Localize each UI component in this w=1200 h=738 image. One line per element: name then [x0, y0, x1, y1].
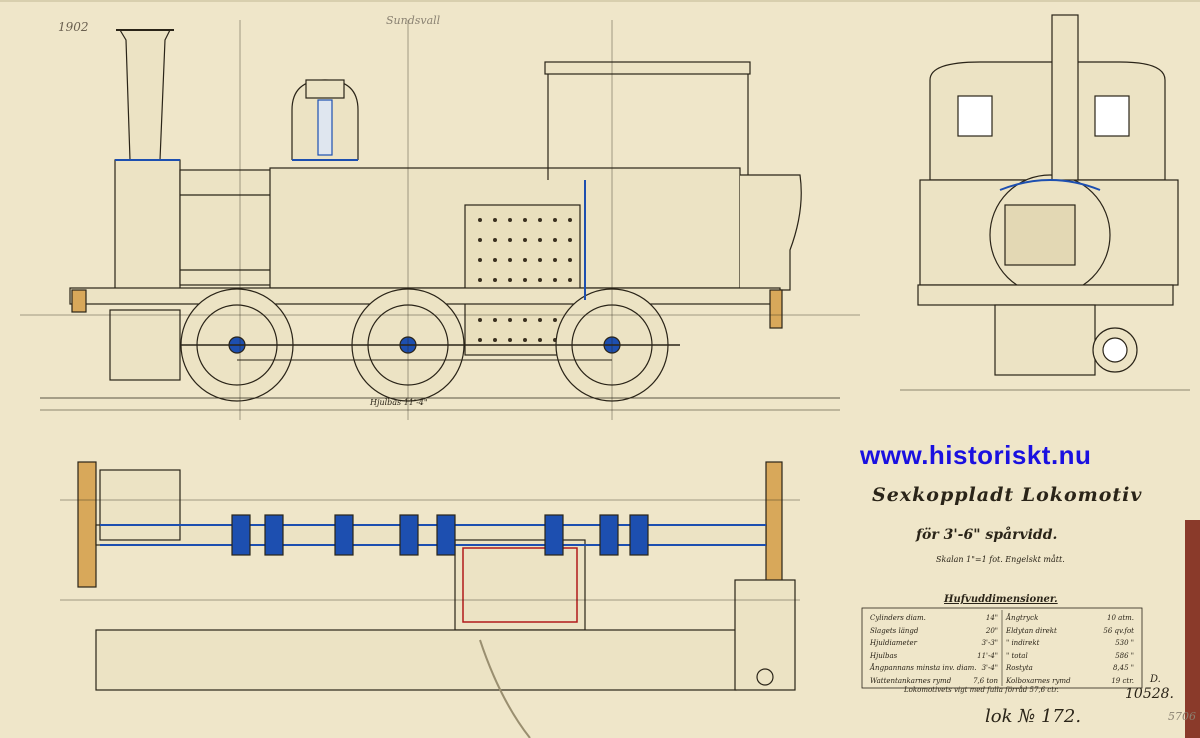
drawing-letter: D. — [1150, 674, 1161, 685]
dim-value: 20" — [985, 626, 998, 635]
dim-label: Wattentankarnes rymd — [870, 676, 952, 685]
dim-value: 530 " — [1115, 639, 1134, 648]
dimensions-table: Cylinders diam. 14" Ångtryck 10 atm. Slage… — [866, 612, 1138, 687]
dim-label: Ångpannans minsta inv. diam. — [870, 664, 977, 673]
dim-label: Rostyta — [1006, 664, 1033, 673]
dim-label: Slagets längd — [870, 626, 919, 635]
dim-value: 14" — [985, 614, 998, 623]
dim-value: 8,45 " — [1112, 664, 1134, 673]
dim-label: " total — [1006, 651, 1028, 660]
dimension-row: Cylinders diam. 14" Ångtryck 10 atm. — [866, 612, 1138, 625]
dim-label: " indirekt — [1006, 639, 1040, 648]
dimension-row: Ångpannans minsta inv. diam. 3'-4" Rostyt… — [866, 662, 1138, 675]
watermark-link[interactable]: www.historiskt.nu — [860, 440, 1092, 470]
locomotive-number: lok № 172. — [985, 706, 1082, 727]
dim-value: 19 ctr. — [1111, 676, 1134, 685]
dim-value: 56 qv.fot — [1103, 626, 1134, 635]
dim-value: 11'-4" — [977, 651, 998, 660]
dim-label: Kolboxarnes rymd — [1006, 676, 1071, 685]
dim-value: 586 " — [1115, 651, 1134, 660]
dimension-row: Wattentankarnes rymd 7,6 ton Kolboxarnes … — [866, 675, 1138, 688]
dimension-row: Slagets längd 20" Eldytan direkt 56 qv.fot — [866, 625, 1138, 638]
plan-view — [60, 461, 800, 738]
dim-value: 7,6 ton — [973, 676, 998, 685]
dim-label: Hjulbas — [870, 651, 898, 660]
dim-label: Cylinders diam. — [870, 614, 926, 623]
pencil-note: Sundsvall — [386, 14, 441, 27]
scale-note: Skalan 1"=1 fot. Engelskt mått. — [936, 555, 1065, 564]
dim-value: 3'-3" — [981, 639, 998, 648]
dim-label: Hjuldiameter — [870, 639, 917, 648]
weight-note: Lokomotivets vigt med fulla förråd 57,6 … — [904, 686, 1059, 694]
dimension-row: Hjuldiameter 3'-3" " indirekt 530 " — [866, 637, 1138, 650]
dim-value: 3'-4" — [981, 664, 998, 673]
side-elevation — [20, 20, 860, 420]
dim-label: Ångtryck — [1006, 614, 1039, 623]
drawing-subtitle: för 3'-6" spårvidd. — [916, 527, 1058, 543]
torn-edge — [1185, 520, 1200, 738]
drawing-number: 10528. — [1125, 686, 1174, 702]
dimensions-title: Hufvuddimensioner. — [944, 594, 1058, 605]
dim-value: 10 atm. — [1107, 614, 1134, 623]
drawing-title: Sexkoppladt Lokomotiv — [872, 484, 1143, 506]
margin-number: 5706 — [1168, 710, 1196, 723]
dimensions-frame — [861, 607, 1143, 689]
dimension-row: Hjulbas 11'-4" " total 586 " — [866, 650, 1138, 663]
wheelbase-label: Hjulbas 11'-4" — [369, 398, 428, 407]
front-elevation — [900, 14, 1190, 391]
dim-label: Eldytan direkt — [1006, 626, 1057, 635]
year-note: 1902 — [58, 20, 89, 34]
